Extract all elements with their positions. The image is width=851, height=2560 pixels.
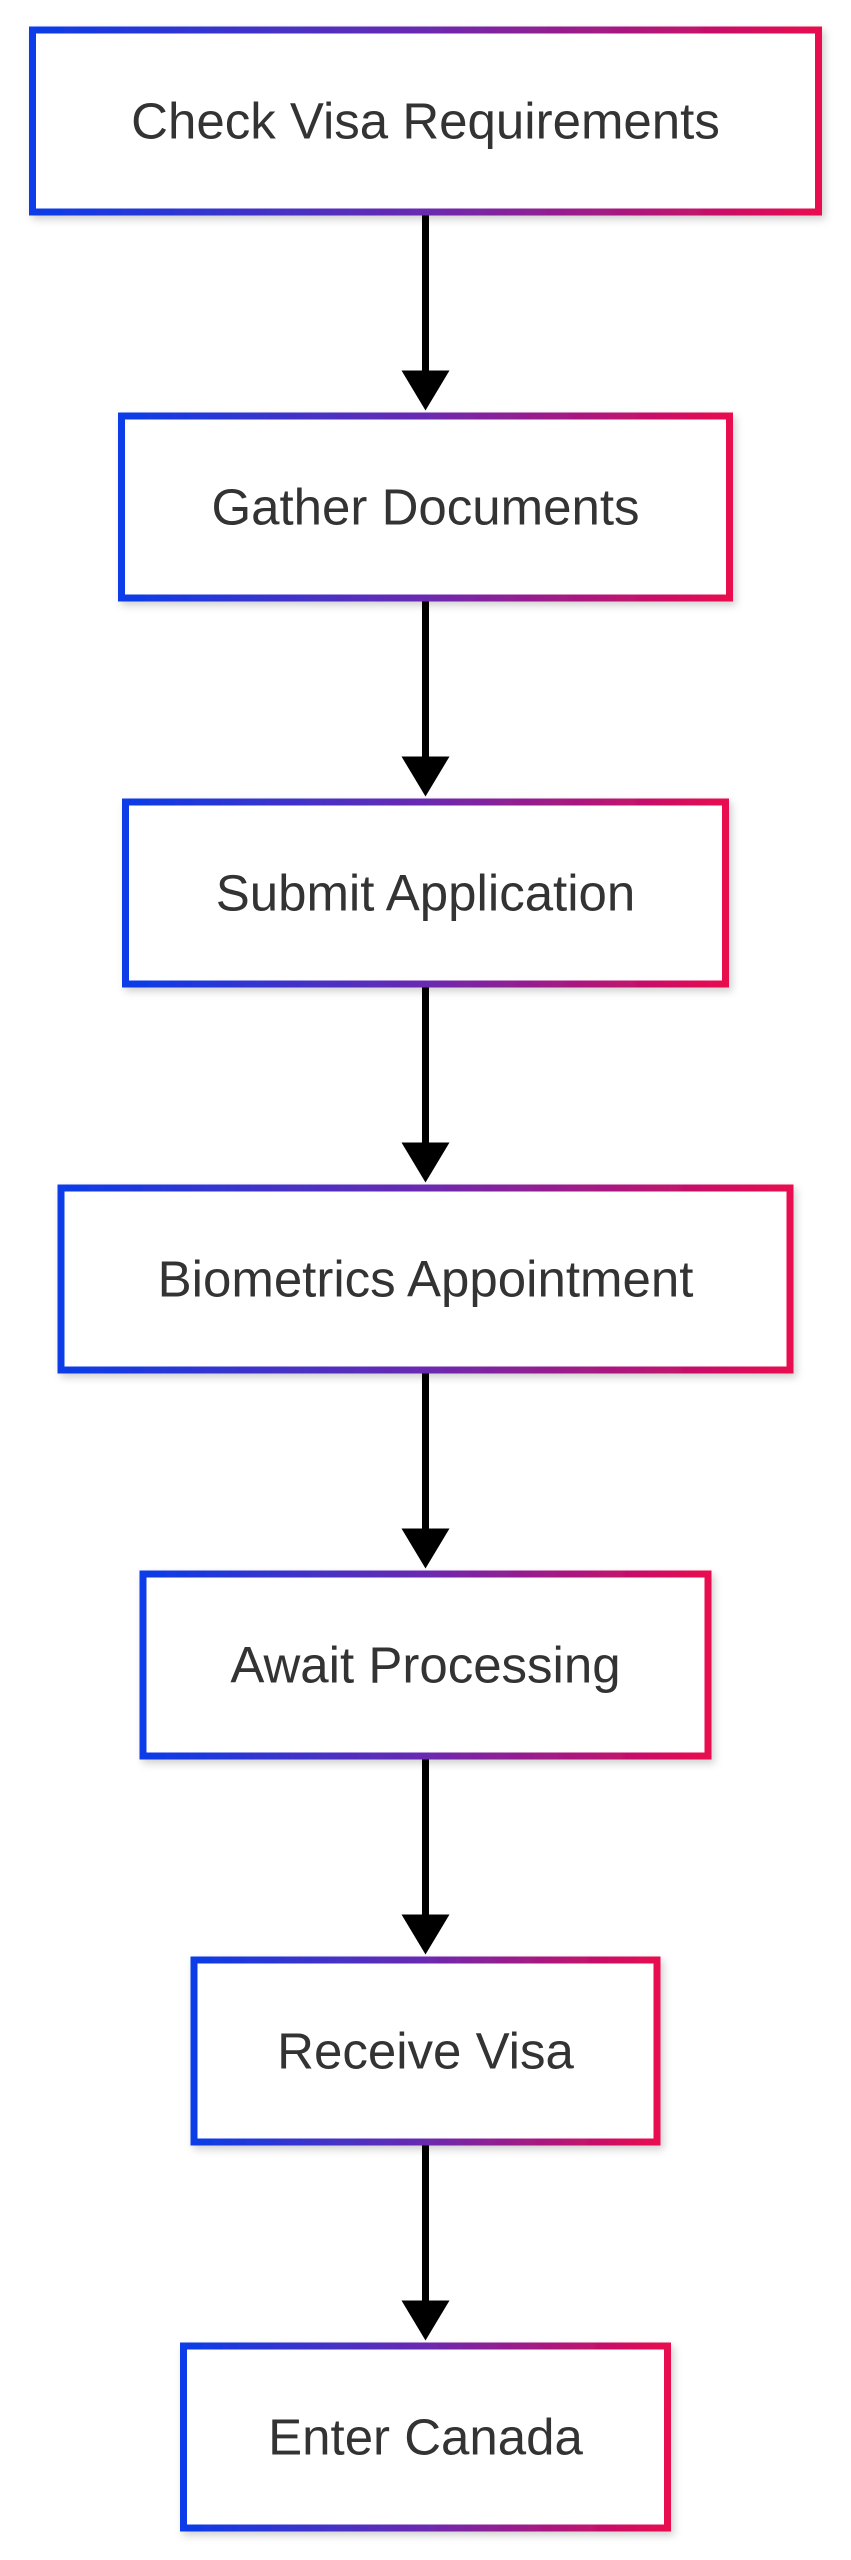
flow-node-label: Await Processing — [230, 1637, 620, 1694]
flow-node-label: Receive Visa — [277, 2023, 574, 2080]
edges-layer — [401, 215, 450, 2341]
flow-node-n5: Await Processing — [139, 1570, 712, 1760]
flow-node-label: Gather Documents — [211, 479, 639, 536]
arrowhead-icon — [401, 2300, 450, 2341]
flow-node-n1: Check Visa Requirements — [29, 26, 822, 216]
flow-edge-n3-n4 — [401, 987, 450, 1183]
arrowhead-icon — [401, 756, 450, 797]
flow-node-n3: Submit Application — [122, 798, 729, 988]
flow-node-label: Biometrics Appointment — [158, 1251, 694, 1308]
flow-node-n7: Enter Canada — [180, 2342, 671, 2532]
flow-node-box — [139, 1570, 712, 1760]
flow-node-label: Enter Canada — [268, 2409, 583, 2466]
flow-node-n6: Receive Visa — [190, 1956, 661, 2146]
arrowhead-icon — [401, 1528, 450, 1569]
flow-node-label: Submit Application — [216, 865, 636, 922]
arrowhead-icon — [401, 370, 450, 411]
flow-node-label: Check Visa Requirements — [131, 93, 720, 150]
flow-node-box — [29, 26, 822, 216]
flow-edge-n2-n3 — [401, 601, 450, 797]
flow-node-n2: Gather Documents — [118, 412, 733, 602]
flow-node-n4: Biometrics Appointment — [57, 1184, 794, 1374]
flow-edge-n1-n2 — [401, 215, 450, 411]
flow-edge-n5-n6 — [401, 1759, 450, 1955]
flow-node-box — [122, 798, 729, 988]
arrowhead-icon — [401, 1914, 450, 1955]
flow-node-box — [118, 412, 733, 602]
flow-node-box — [190, 1956, 661, 2146]
arrowhead-icon — [401, 1142, 450, 1183]
flow-edge-n6-n7 — [401, 2145, 450, 2341]
flow-node-box — [180, 2342, 671, 2532]
flow-edge-n4-n5 — [401, 1373, 450, 1569]
flow-node-box — [57, 1184, 794, 1374]
